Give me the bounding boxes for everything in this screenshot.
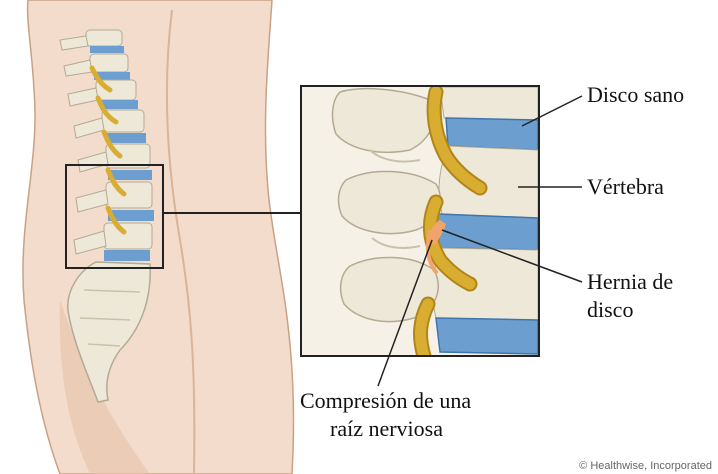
label-compression-line1: Compresión de una (300, 388, 471, 414)
label-herniated-disc-line2: disco (587, 297, 633, 323)
detail-panel (301, 86, 539, 356)
label-vertebra: Vértebra (587, 174, 664, 200)
body-figure (23, 0, 294, 474)
small-disc (104, 250, 150, 261)
disc-lower (436, 318, 538, 354)
posterior-process (333, 89, 434, 153)
label-compression-line2: raíz nerviosa (330, 416, 443, 442)
small-disc (90, 46, 124, 53)
disc-healthy (446, 118, 538, 150)
label-healthy-disc: Disco sano (587, 82, 684, 108)
small-disc (106, 133, 146, 143)
copyright-credit: © Healthwise, Incorporated (579, 460, 712, 472)
small-disc (100, 100, 138, 109)
vertebral-body-top (440, 87, 538, 120)
body-silhouette (23, 0, 294, 474)
label-herniated-disc-line1: Hernia de (587, 269, 673, 295)
